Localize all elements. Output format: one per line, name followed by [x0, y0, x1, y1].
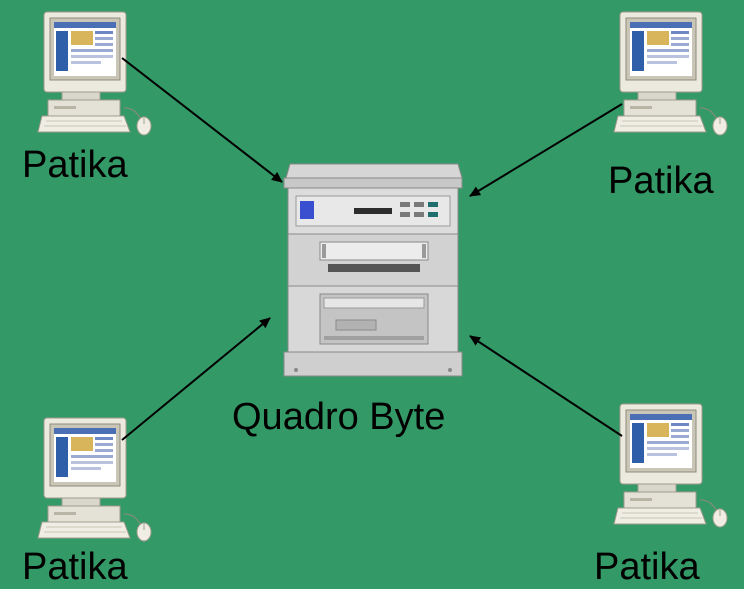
- computer-icon-top-right: [613, 11, 728, 136]
- printer-server-icon: [283, 163, 463, 377]
- arrow-bottom-left-to-server: [121, 317, 271, 441]
- client-label-bottom-left: Patika: [22, 546, 128, 588]
- client-label-top-right: Patika: [608, 160, 714, 202]
- arrow-bottom-right-to-server: [469, 335, 623, 437]
- computer-icon-top-left: [37, 11, 152, 136]
- computer-icon-bottom-left: [37, 417, 152, 542]
- server-label: Quadro Byte: [232, 396, 446, 438]
- client-label-top-left: Patika: [22, 144, 128, 186]
- arrow-top-right-to-server: [469, 103, 623, 197]
- computer-icon-bottom-right: [613, 403, 728, 528]
- arrow-top-left-to-server: [121, 57, 283, 183]
- client-label-bottom-right: Patika: [594, 546, 700, 588]
